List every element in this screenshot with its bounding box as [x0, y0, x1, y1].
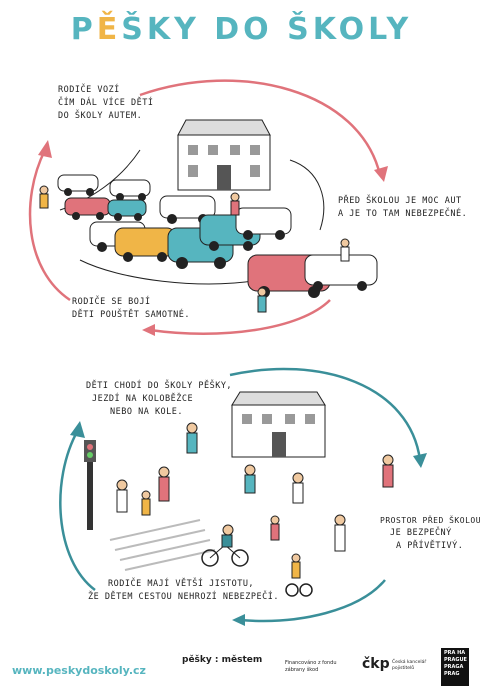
- caption-top-right: Před školou je moc aut a je to tam nebez…: [338, 196, 468, 219]
- arrow-head: [232, 614, 245, 626]
- person: [244, 464, 256, 494]
- arrow-head: [142, 324, 155, 336]
- arrow-head: [374, 166, 388, 182]
- arrow-head: [38, 140, 52, 158]
- caption-bottom-right: Prostor před školou je bezpečný a přívět…: [380, 516, 482, 551]
- cycle-arrow-top: [229, 367, 422, 461]
- car: [235, 207, 292, 240]
- cycle-arrow-bottom: [149, 299, 331, 335]
- person: [186, 422, 198, 454]
- page-title: PĚŠKY DO ŠKOLY: [70, 12, 413, 47]
- traffic-light: [84, 440, 96, 530]
- person: [158, 466, 170, 502]
- person: [340, 238, 350, 262]
- cycle-arrow-left: [28, 149, 71, 302]
- bicycle: [285, 583, 313, 597]
- car: [64, 197, 111, 220]
- person: [257, 287, 267, 313]
- arrow-head: [413, 453, 427, 468]
- website-link[interactable]: www.peskydoskoly.cz: [12, 664, 146, 677]
- car: [109, 179, 151, 201]
- bicycle: [201, 524, 249, 567]
- car: [107, 199, 147, 221]
- person: [382, 454, 394, 488]
- school-building-bottom: [231, 391, 326, 458]
- cycle-arrow-top: [139, 79, 382, 176]
- person: [292, 472, 304, 504]
- caption-top-left: Rodiče vozí čím dál více dětí do školy a…: [58, 85, 154, 121]
- person: [116, 479, 128, 513]
- person: [334, 514, 346, 552]
- ckp-logo: čkp: [362, 656, 390, 672]
- person: [141, 490, 151, 516]
- car: [57, 174, 99, 196]
- person: [230, 192, 240, 216]
- cycle-arrow-bottom: [239, 579, 386, 623]
- caption-bottom-top: Děti chodí do školy pěšky, jezdí na kolo…: [86, 381, 233, 417]
- cycle-arrow-left: [59, 429, 96, 591]
- car: [114, 227, 176, 262]
- pesky-mestem-logo: pěšky : městem: [182, 655, 263, 665]
- ckp-subtitle: Česká kancelář pojistitelů: [392, 660, 427, 671]
- person: [270, 515, 280, 541]
- arrow-head: [70, 421, 85, 438]
- caption-top-bottom: Rodiče se bojí děti pouštět samotné.: [72, 297, 190, 320]
- funding-note: Financováno z fondu zábrany škod: [285, 660, 337, 673]
- caption-bottom-bottom: Rodiče mají větší jistotu, že dětem cest…: [88, 579, 279, 602]
- crosswalk: [109, 519, 216, 571]
- person: [39, 185, 49, 209]
- person: [291, 553, 301, 579]
- car: [304, 254, 378, 291]
- school-building-top: [177, 119, 271, 191]
- praha-logo: PRA HA PRAGUE PRAGA PRAG: [441, 648, 469, 686]
